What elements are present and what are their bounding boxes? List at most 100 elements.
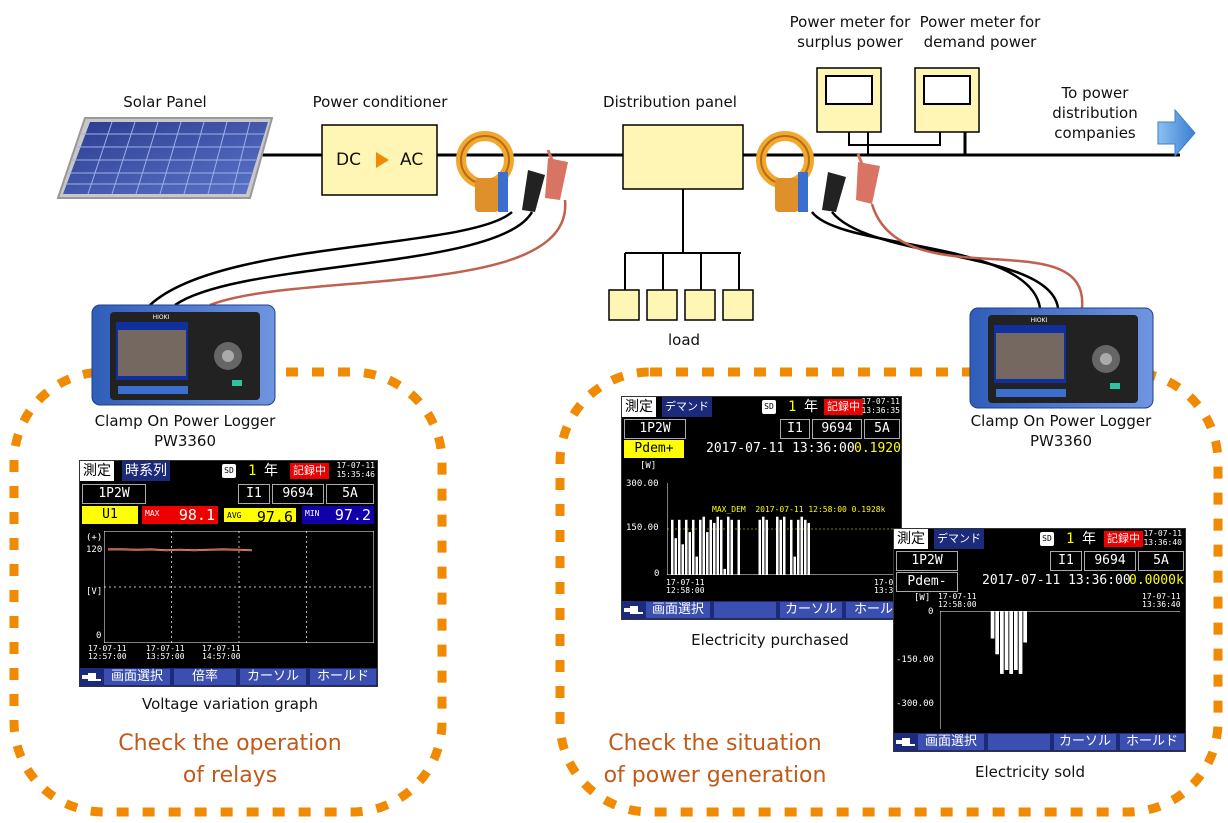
param-box: Pdem-: [896, 572, 958, 592]
tab-measure[interactable]: 測定: [894, 529, 928, 549]
clock-time: 15:35:46: [336, 470, 375, 479]
avg-value: 97.6: [256, 508, 293, 526]
x-label-2: 17-07-11 13:57:00: [146, 644, 185, 661]
purchased-caption: Electricity purchased: [691, 631, 849, 649]
cursor-button[interactable]: カーソル: [780, 602, 842, 618]
bar: [681, 544, 684, 575]
demand-meter-graphic: [867, 67, 1180, 157]
cursor-button[interactable]: カーソル: [240, 669, 306, 685]
bar: [678, 519, 681, 575]
distribution-panel-label: Distribution panel: [603, 93, 737, 111]
bar: [706, 532, 709, 575]
bar: [685, 519, 688, 575]
clock-time: 13:36:35: [861, 406, 900, 415]
y-0: 0: [928, 607, 934, 617]
channel-box: I1: [238, 484, 270, 504]
screen-select-button[interactable]: 画面選択: [104, 669, 170, 685]
bar: [995, 611, 999, 655]
x-label-3: 17-07-11 14:57:00: [202, 644, 241, 661]
max-tag: MAX: [144, 508, 161, 520]
x-label-left: 17-07-11 12:58:00: [666, 578, 705, 595]
plug-icon: [624, 606, 643, 614]
param-box: Pdem+: [624, 440, 684, 458]
tab-measure[interactable]: 測定: [622, 397, 656, 417]
bar: [790, 519, 793, 575]
logger-right-brand: HIOKI: [1030, 317, 1048, 324]
screen-select-button[interactable]: 画面選択: [918, 734, 984, 750]
voltage-caption: Voltage variation graph: [141, 695, 319, 713]
datetime-readout: 2017-07-11 13:36:00: [982, 573, 1131, 588]
tab-measure[interactable]: 測定: [80, 461, 114, 481]
bar: [692, 519, 695, 575]
bar: [776, 516, 779, 575]
sd-icon: SD: [762, 400, 776, 414]
sensor-box: 9694: [1084, 551, 1136, 571]
voltage-min-line: [108, 548, 253, 551]
clock-date: 17-07-11: [1143, 529, 1182, 538]
to-companies-arrow-icon: [1157, 108, 1196, 158]
x-label-1: 17-07-11 12:57:00: [88, 644, 127, 661]
hold-button[interactable]: ホール: [846, 602, 901, 618]
y-0: 0: [654, 569, 660, 579]
hold-button[interactable]: ホールド: [1120, 734, 1184, 750]
logger-left-graphic: [91, 304, 276, 406]
y-unit: [W]: [640, 461, 657, 471]
cursor-button[interactable]: カーソル: [1054, 734, 1116, 750]
purchased-footer: 画面選択 カーソル ホール: [622, 601, 901, 619]
bar: [1014, 611, 1018, 670]
y-minus-300: -300.00: [896, 699, 934, 709]
bar: [688, 532, 691, 575]
hold-button[interactable]: ホールド: [310, 669, 376, 685]
bar: [793, 556, 796, 575]
wiring-box: 1P2W: [82, 484, 146, 504]
surplus-meter-graphic: [816, 67, 882, 155]
sd-icon: SD: [1040, 532, 1054, 546]
bar: [1004, 611, 1009, 670]
value-readout: 0.0000k: [1129, 573, 1184, 588]
ac-label: AC: [400, 150, 424, 170]
bar: [797, 519, 800, 575]
range-box: 5A: [326, 484, 374, 504]
bar: [1023, 611, 1027, 643]
y-120: 120: [86, 545, 103, 555]
channel-box: I1: [780, 419, 810, 439]
bar: [737, 519, 740, 575]
logger-right-label: Clamp On Power Logger PW3360: [970, 412, 1152, 450]
load-boxes: [608, 289, 754, 321]
blank-button[interactable]: [988, 734, 1050, 750]
blank-button[interactable]: [714, 602, 776, 618]
power-conditioner-label: Power conditioner: [312, 93, 448, 111]
year-label: 年: [1082, 531, 1096, 547]
dc-ac-arrow-icon: [376, 152, 389, 168]
screen-select-button[interactable]: 画面選択: [646, 602, 710, 618]
zoom-button[interactable]: 倍率: [174, 669, 236, 685]
tab-demand[interactable]: デマンド: [934, 529, 984, 549]
recording-badge: 記録中: [1104, 531, 1143, 547]
meter-demand-label: Power meter for demand power: [919, 13, 1041, 51]
wiring-box: 1P2W: [624, 419, 686, 439]
bar: [709, 519, 712, 575]
load-label: load: [667, 331, 701, 349]
param-box: U1: [82, 506, 138, 524]
channel-box: I1: [1050, 551, 1082, 571]
datetime-readout: 2017-07-11 13:36:00: [706, 441, 855, 456]
bar: [1009, 611, 1013, 674]
y-300: 300.00: [626, 479, 659, 489]
min-value: 97.2: [334, 506, 371, 524]
x-label-left: 17-07-11 12:58:00: [938, 592, 977, 609]
bar: [779, 519, 782, 575]
bar: [702, 516, 705, 575]
range-box: 5A: [864, 419, 900, 439]
bar: [720, 519, 723, 575]
bar: [674, 538, 677, 575]
bar: [765, 519, 768, 575]
tab-demand[interactable]: デマンド: [662, 397, 712, 417]
bar: [713, 522, 716, 575]
y-0: 0: [96, 631, 102, 641]
tab-timeseries[interactable]: 時系列: [122, 461, 170, 481]
